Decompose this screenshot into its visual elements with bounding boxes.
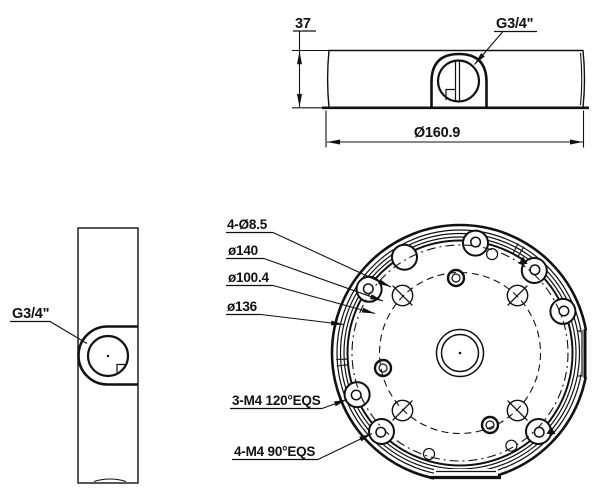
- thread-side-text: G3/4": [12, 306, 49, 322]
- side-view-knockout-step: [116, 363, 127, 374]
- center-hole: [435, 328, 485, 378]
- circle-136-text: ø136: [227, 299, 258, 314]
- dim-height-text: 37: [295, 16, 311, 32]
- circle-136: [351, 244, 569, 462]
- thread-top-text: G3/4": [496, 16, 533, 32]
- mount-holes-85: [391, 284, 529, 422]
- orientation-triangle-1: [518, 256, 528, 264]
- side-view-thread-hole: [86, 334, 130, 378]
- callout-screws-4: 4-M4 90°EQS: [232, 433, 373, 461]
- circle-100-text: ø100.4: [228, 270, 270, 285]
- orientation-triangle-2: [546, 426, 556, 434]
- dim-diameter-text: Ø160.9: [414, 125, 460, 141]
- callout-circle-100: ø100.4: [226, 270, 376, 315]
- side-view-dome: [77, 325, 138, 386]
- rim-pockets: [343, 229, 577, 445]
- dim-diameter-160: Ø160.9: [325, 110, 585, 148]
- top-view: 37 G3/4" Ø160.9: [292, 16, 589, 148]
- side-view-bottom-arc: [93, 478, 127, 483]
- top-view-edge-curve: [579, 52, 583, 106]
- callout-mount-holes: 4-Ø8.5: [226, 217, 392, 288]
- mount-holes-text: 4-Ø8.5: [227, 217, 268, 232]
- bolt-circle-dashed: [378, 271, 542, 435]
- callout-screws-3: 3-M4 120°EQS: [230, 393, 348, 410]
- right-flat-tab: [578, 329, 593, 378]
- circle-140-text: ø140: [228, 243, 258, 258]
- label-thread-top: G3/4": [474, 16, 537, 65]
- label-thread-side: G3/4": [10, 306, 88, 344]
- threaded-ring-holes: [373, 268, 500, 435]
- top-view-dome: [430, 52, 488, 108]
- rim-screw-holes: [350, 236, 570, 438]
- callout-circle-140: ø140: [226, 243, 384, 302]
- bottom-flat-tab: [430, 469, 501, 484]
- side-view: G3/4": [10, 227, 139, 484]
- screws-3-text: 3-M4 120°EQS: [232, 393, 321, 408]
- top-view-thread-hole: [436, 59, 481, 103]
- rim-details: [336, 243, 556, 461]
- top-view-knockout-step: [445, 88, 455, 100]
- callout-circle-136: ø136: [226, 299, 345, 326]
- dim-height-37: 37: [292, 16, 329, 109]
- screws-4-text: 4-M4 90°EQS: [234, 444, 315, 459]
- front-view: 4-Ø8.5 ø140 ø100.4 ø136 3-M4 120°EQS 4-M…: [226, 217, 593, 484]
